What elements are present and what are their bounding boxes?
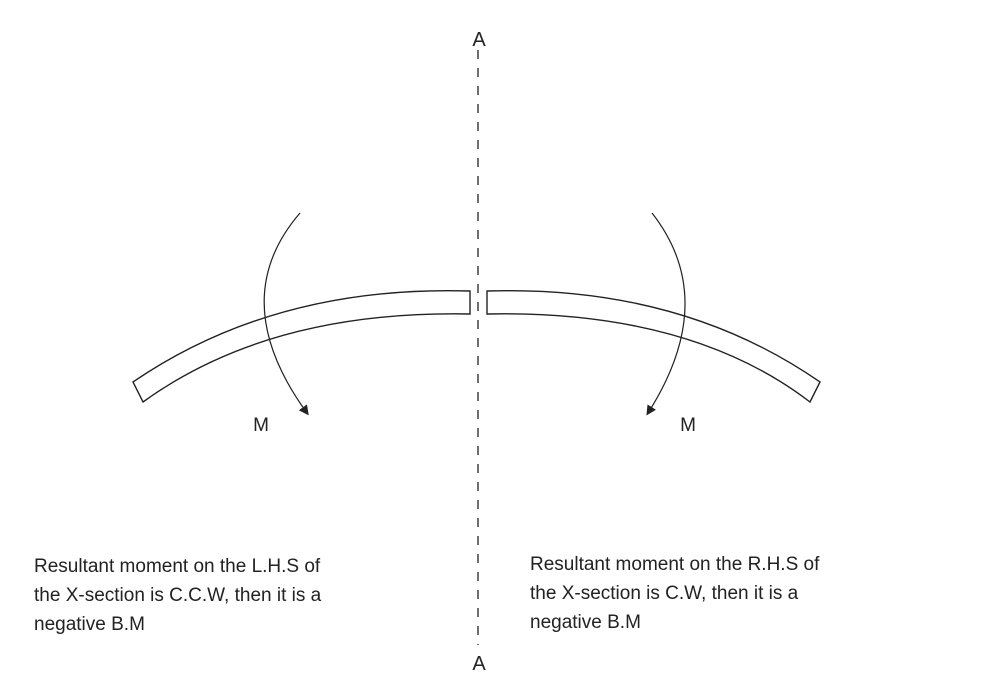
right-moment-arrow	[646, 212, 686, 416]
caption-right-line-1: Resultant moment on the R.H.S of	[530, 554, 820, 575]
moment-label-left: M	[253, 415, 269, 436]
caption-left-line-2: the X-section is C.C.W, then it is a	[34, 585, 322, 606]
left-beam-segment	[132, 289, 471, 404]
section-label-bottom: A	[472, 653, 486, 675]
caption-right: Resultant moment on the R.H.S of the X-s…	[530, 550, 819, 637]
caption-right-line-3: negative B.M	[530, 612, 641, 633]
caption-left-line-3: negative B.M	[34, 614, 145, 635]
right-beam-segment	[486, 289, 821, 404]
caption-left: Resultant moment on the L.H.S of the X-s…	[34, 552, 321, 639]
caption-right-line-2: the X-section is C.W, then it is a	[530, 583, 799, 604]
caption-left-line-1: Resultant moment on the L.H.S of	[34, 556, 321, 577]
moment-label-right: M	[680, 415, 696, 436]
left-moment-arrow	[263, 212, 309, 416]
section-label-top: A	[472, 29, 486, 51]
